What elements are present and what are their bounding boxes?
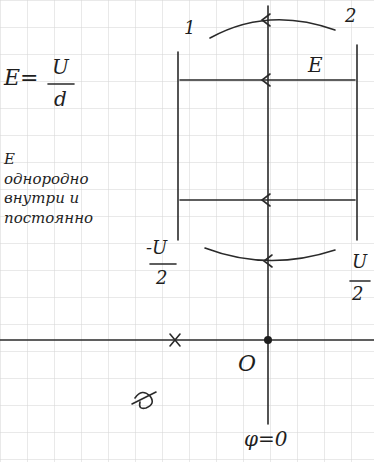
field-line-top: [210, 20, 335, 38]
x-axis: [0, 339, 374, 341]
arrow-head: [262, 14, 270, 26]
arrow-head: [262, 194, 270, 206]
cross-mark: [170, 334, 180, 346]
label: O: [238, 352, 256, 376]
origin-dot: [264, 336, 272, 344]
note-text: E однородно внутри и постоянно: [4, 150, 104, 228]
label: 2: [352, 284, 363, 304]
arrow-head: [262, 74, 270, 86]
label: E: [308, 54, 323, 76]
label: 2: [156, 268, 167, 288]
label: d: [54, 88, 67, 110]
arrow-head: [264, 255, 272, 267]
plate-1: [177, 52, 179, 240]
scribble: [132, 392, 156, 408]
label: φ=0: [244, 428, 288, 450]
fraction-bar: [150, 263, 176, 265]
label: 1: [184, 18, 195, 38]
label: -U: [146, 238, 167, 258]
symmetry-axis: [267, 6, 269, 424]
field-line: [180, 79, 355, 81]
label: U: [52, 56, 69, 78]
fraction-bar: [48, 83, 74, 85]
fraction-bar: [350, 280, 370, 282]
label: U: [352, 252, 367, 272]
label: 2: [345, 6, 356, 26]
field-line: [180, 199, 355, 201]
label: E=: [4, 66, 39, 90]
field-line-bottom: [205, 248, 335, 261]
plate-2: [356, 45, 358, 240]
